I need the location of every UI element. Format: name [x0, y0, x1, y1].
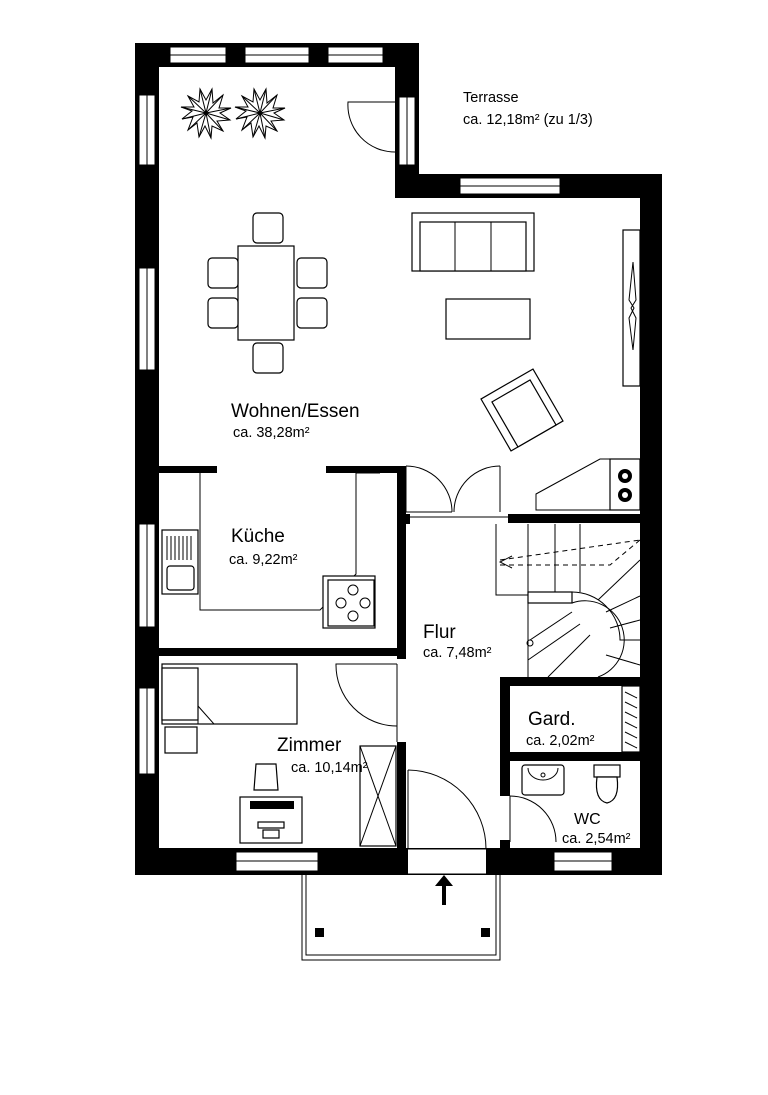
room-label-wc: WC ca. 2,54m²	[562, 811, 631, 847]
double-door	[405, 465, 508, 518]
toilet-icon	[593, 764, 621, 804]
room-label-gard: Gard. ca. 2,02m²	[526, 709, 595, 749]
entrance-porch	[301, 875, 501, 961]
interior-walls	[159, 466, 640, 850]
kitchen-counter-upper	[535, 458, 641, 511]
terrace-name: Terrasse	[463, 90, 519, 106]
staircase	[495, 524, 641, 678]
terrace-door	[347, 101, 396, 153]
sink-icon	[161, 529, 199, 595]
room-label-flur: Flur ca. 7,48m²	[423, 622, 492, 661]
entrance-arrow-icon	[435, 875, 453, 905]
windows	[138, 46, 613, 875]
plant-icon	[234, 87, 286, 140]
entrance-door	[407, 769, 487, 850]
room-name: Gard.	[528, 709, 576, 730]
bed	[161, 663, 298, 725]
room-label-zimmer: Zimmer ca. 10,14m²	[277, 735, 368, 776]
room-name: WC	[574, 811, 601, 828]
wc-door	[509, 795, 557, 843]
sofa	[411, 212, 535, 272]
wardrobe	[359, 745, 397, 847]
cooktop-icon	[327, 579, 375, 627]
room-name: Wohnen/Essen	[231, 401, 360, 422]
room-name: Zimmer	[277, 735, 342, 756]
wc-basin	[521, 764, 565, 796]
room-area: ca. 9,22m²	[229, 552, 298, 568]
room-area: ca. 2,54m²	[562, 831, 631, 847]
plant-icon	[180, 87, 232, 140]
room-area: ca. 38,28m²	[233, 425, 310, 441]
room-name: Küche	[231, 526, 285, 547]
room-area: ca. 7,48m²	[423, 645, 492, 661]
dining-table	[207, 212, 328, 374]
armchair	[480, 368, 564, 452]
desk-chair	[253, 763, 279, 791]
fireplace-icon	[622, 229, 641, 387]
nightstand	[164, 726, 198, 754]
coffee-table	[445, 298, 531, 340]
zimmer-door	[335, 663, 398, 742]
desk	[239, 796, 303, 844]
room-label-kueche: Küche ca. 9,22m²	[229, 526, 298, 568]
room-area: ca. 10,14m²	[291, 760, 368, 776]
room-name: Flur	[423, 622, 456, 643]
room-label-wohnen: Wohnen/Essen ca. 38,28m²	[231, 401, 360, 441]
room-area: ca. 2,02m²	[526, 733, 595, 749]
garderobe-rack	[621, 685, 641, 753]
terrace-area: ca. 12,18m² (zu 1/3)	[463, 112, 593, 128]
terrace-label: Terrasse ca. 12,18m² (zu 1/3)	[463, 90, 593, 128]
